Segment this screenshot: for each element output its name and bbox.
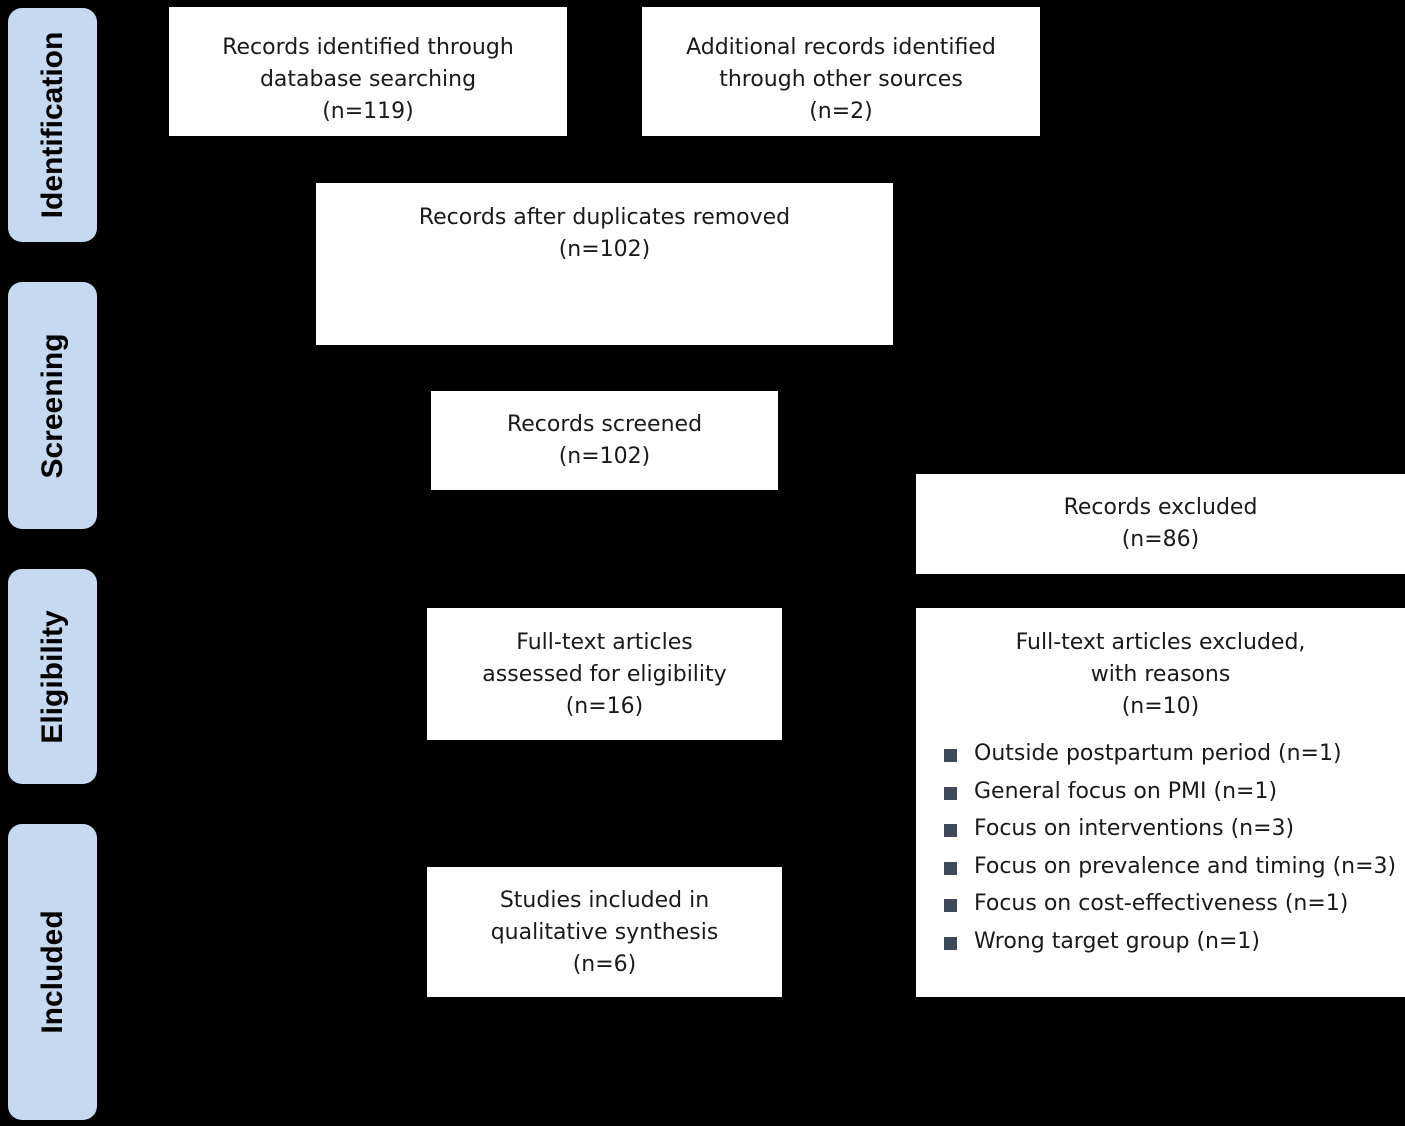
exclusion-reason: General focus on PMI (n=1) xyxy=(944,776,1396,814)
box-after-duplicates-line1: Records after duplicates removed xyxy=(418,205,791,230)
phase-screening: Screening xyxy=(8,282,97,529)
box-fulltext-assessed: Full-text articles assessed for eligibil… xyxy=(427,608,782,740)
box-database-search: Records identified through database sear… xyxy=(169,7,567,136)
box-fulltext-excluded-line1: Full-text articles excluded, xyxy=(1015,630,1306,655)
box-studies-included-line2: qualitative synthesis xyxy=(490,920,719,945)
square-bullet-icon xyxy=(944,749,957,762)
phase-identification: Identification xyxy=(8,8,97,242)
exclusion-reasons-list: Outside postpartum period (n=1) General … xyxy=(944,738,1396,963)
box-other-sources-line2: through other sources xyxy=(719,67,963,92)
box-other-sources-count: (n=2) xyxy=(809,99,873,124)
exclusion-reason: Wrong target group (n=1) xyxy=(944,926,1396,964)
exclusion-reason: Focus on prevalence and timing (n=3) xyxy=(944,851,1396,889)
phase-eligibility-label: Eligibility xyxy=(35,609,69,744)
phase-eligibility: Eligibility xyxy=(8,569,97,784)
exclusion-reason-text: General focus on PMI (n=1) xyxy=(974,778,1278,804)
box-fulltext-excluded-count: (n=10) xyxy=(1121,694,1200,719)
box-fulltext-excluded: Full-text articles excluded, with reason… xyxy=(916,608,1405,997)
exclusion-reason: Outside postpartum period (n=1) xyxy=(944,738,1396,776)
box-fulltext-excluded-line2: with reasons xyxy=(1090,662,1231,687)
box-fulltext-assessed-count: (n=16) xyxy=(565,694,644,719)
box-studies-included-line1: Studies included in xyxy=(499,888,710,913)
square-bullet-icon xyxy=(944,861,957,875)
square-bullet-icon xyxy=(944,786,957,800)
phase-screening-label: Screening xyxy=(35,332,69,479)
box-database-search-line1: Records identified through xyxy=(222,35,514,60)
box-database-search-count: (n=119) xyxy=(322,99,414,124)
box-records-excluded-count: (n=86) xyxy=(1121,527,1200,552)
exclusion-reason-text: Outside postpartum period (n=1) xyxy=(974,741,1342,766)
square-bullet-icon xyxy=(944,824,957,837)
exclusion-reason-text: Focus on prevalence and timing (n=3) xyxy=(974,853,1397,879)
exclusion-reason: Focus on interventions (n=3) xyxy=(944,813,1396,851)
box-fulltext-assessed-line2: assessed for eligibility xyxy=(482,662,727,687)
exclusion-reason-text: Focus on interventions (n=3) xyxy=(974,816,1295,841)
exclusion-reason: Focus on cost-effectiveness (n=1) xyxy=(944,888,1396,926)
exclusion-reason-text: Wrong target group (n=1) xyxy=(974,928,1260,954)
exclusion-reason-text: Focus on cost-effectiveness (n=1) xyxy=(974,891,1349,916)
box-fulltext-assessed-line1: Full-text articles xyxy=(516,630,693,655)
square-bullet-icon xyxy=(944,936,957,950)
square-bullet-icon xyxy=(944,899,957,912)
box-after-duplicates-count: (n=102) xyxy=(558,237,651,262)
phase-included: Included xyxy=(8,824,97,1120)
box-studies-included: Studies included in qualitative synthesi… xyxy=(427,867,782,997)
box-studies-included-count: (n=6) xyxy=(572,952,637,977)
box-records-excluded: Records excluded (n=86) xyxy=(916,474,1405,574)
box-other-sources-line1: Additional records identified xyxy=(686,35,996,60)
box-records-screened-count: (n=102) xyxy=(558,444,651,469)
box-records-screened-line1: Records screened xyxy=(506,412,703,437)
phase-included-label: Included xyxy=(35,910,69,1034)
box-other-sources: Additional records identified through ot… xyxy=(642,7,1040,136)
box-after-duplicates: Records after duplicates removed (n=102) xyxy=(316,183,893,345)
phase-identification-label: Identification xyxy=(35,31,69,219)
box-records-excluded-line1: Records excluded xyxy=(1063,495,1258,520)
box-records-screened: Records screened (n=102) xyxy=(431,391,778,490)
box-database-search-line2: database searching xyxy=(259,67,477,92)
